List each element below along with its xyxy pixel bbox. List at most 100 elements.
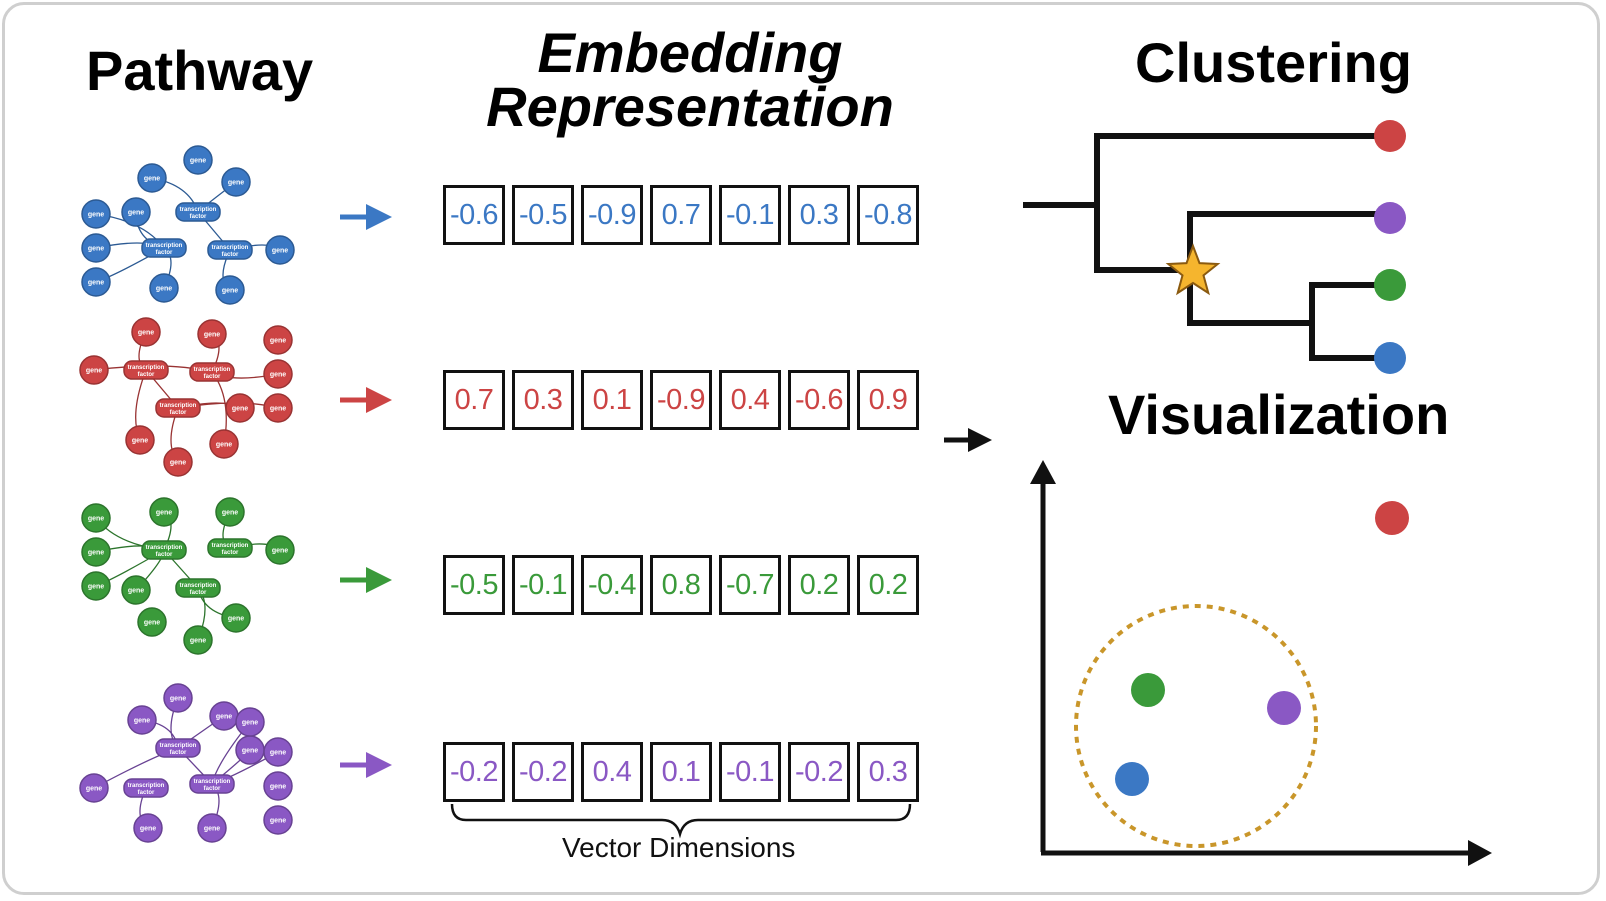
gene-label: gene	[88, 516, 104, 523]
tf-label: transcription	[212, 245, 249, 251]
gene-node: gene	[263, 393, 293, 423]
tf-label: factor	[170, 750, 187, 756]
vector-cell: 0.3	[788, 185, 850, 245]
gene-node: gene	[81, 537, 111, 567]
tf-box	[123, 778, 169, 798]
black-arrow	[944, 428, 992, 452]
vector-cell: -0.5	[512, 185, 574, 245]
gene-circle	[149, 497, 179, 527]
arrow-head	[366, 204, 392, 230]
gene-circle	[209, 429, 239, 459]
tf-label: factor	[156, 552, 173, 558]
gene-node: gene	[215, 497, 245, 527]
gene-circle	[81, 267, 111, 297]
gene-circle	[163, 447, 193, 477]
gene-label: gene	[222, 510, 238, 517]
gene-label: gene	[170, 696, 186, 703]
gene-node: gene	[197, 813, 227, 843]
tf-box	[175, 202, 221, 222]
tf-label: transcription	[212, 543, 249, 549]
vector-cell: -0.1	[719, 185, 781, 245]
vector-dimensions-brace	[450, 803, 912, 839]
tf-box	[123, 360, 169, 380]
tf-box	[141, 540, 187, 560]
gene-node: gene	[125, 425, 155, 455]
gene-circle	[263, 325, 293, 355]
vector-cell: 0.3	[857, 742, 919, 802]
gene-node: gene	[225, 393, 255, 423]
arrow-head	[366, 752, 392, 778]
gene-label: gene	[242, 720, 258, 727]
gene-circle	[221, 603, 251, 633]
vector-cell: 0.9	[857, 370, 919, 430]
gene-label: gene	[204, 332, 220, 339]
gene-circle	[265, 235, 295, 265]
gene-node: gene	[215, 275, 245, 305]
gene-node: gene	[183, 145, 213, 175]
visualization-title: Visualization	[1108, 383, 1450, 446]
tf-label: factor	[222, 252, 239, 258]
arrow-head	[968, 428, 992, 452]
vector-cell: 0.4	[581, 742, 643, 802]
tf-box	[207, 538, 253, 558]
gene-label: gene	[132, 438, 148, 445]
tf-label: transcription	[180, 583, 217, 589]
vector-cell: -0.5	[443, 555, 505, 615]
gene-node: gene	[131, 317, 161, 347]
gene-label: gene	[232, 406, 248, 413]
arrow-head	[366, 387, 392, 413]
gene-circle	[121, 197, 151, 227]
vector-cell: -0.6	[788, 370, 850, 430]
gene-node: gene	[265, 535, 295, 565]
gene-label: gene	[156, 286, 172, 293]
cluster-boundary	[1074, 604, 1318, 848]
vector-dimensions-label: Vector Dimensions	[562, 832, 796, 863]
tf-label: factor	[204, 374, 221, 380]
gene-circle	[137, 607, 167, 637]
dendrogram-leaf-green	[1374, 269, 1406, 301]
tf-label: factor	[190, 590, 207, 596]
gene-circle	[221, 167, 251, 197]
gene-label: gene	[204, 826, 220, 833]
tf-label: transcription	[146, 545, 183, 551]
tf-label: factor	[204, 786, 221, 792]
gene-node: gene	[235, 707, 265, 737]
scatter-point-green	[1131, 673, 1165, 707]
gene-circle	[127, 705, 157, 735]
gene-circle	[197, 319, 227, 349]
gene-label: gene	[270, 784, 286, 791]
tf-label: transcription	[194, 367, 231, 373]
gene-label: gene	[272, 248, 288, 255]
gene-circle	[263, 393, 293, 423]
vector-cell: -0.2	[788, 742, 850, 802]
gene-node: gene	[197, 319, 227, 349]
gene-node: gene	[263, 359, 293, 389]
gene-node: gene	[81, 199, 111, 229]
gene-label: gene	[270, 818, 286, 825]
gene-node: gene	[137, 163, 167, 193]
vector-cell: -0.9	[650, 370, 712, 430]
star-icon	[1165, 243, 1221, 296]
gene-node: gene	[235, 735, 265, 765]
gene-circle	[133, 813, 163, 843]
gene-label: gene	[144, 620, 160, 627]
tf-box	[207, 240, 253, 260]
scatter-point-purple	[1267, 691, 1301, 725]
gene-label: gene	[88, 280, 104, 287]
gene-circle	[197, 813, 227, 843]
gene-circle	[263, 771, 293, 801]
tf-label: transcription	[128, 783, 165, 789]
pathway-title: Pathway	[86, 39, 314, 102]
gene-label: gene	[86, 368, 102, 375]
